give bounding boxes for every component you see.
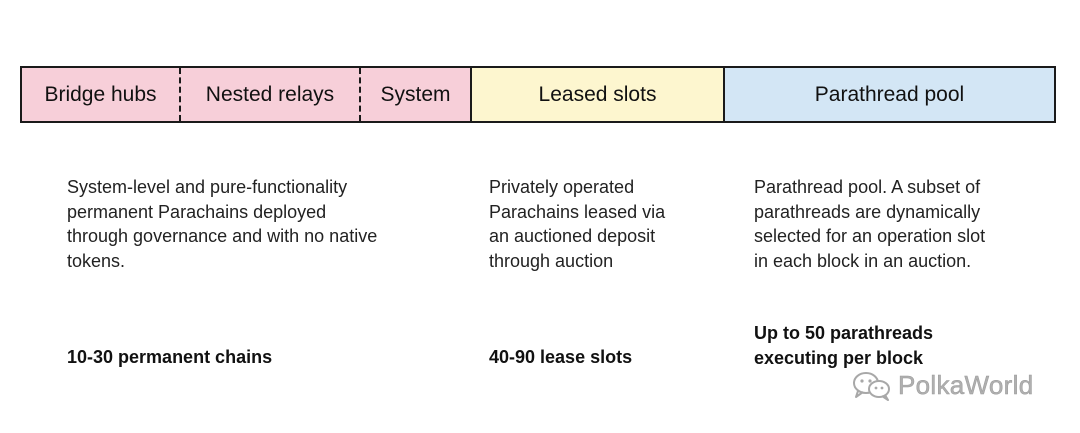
segment-nested-relays: Nested relays [181,68,361,121]
segment-system: System [361,68,472,121]
segment-label: Nested relays [205,82,335,106]
description-line: parathreads are dynamically [754,201,981,222]
wechat-icon [852,371,892,401]
segment-leased-slots: Leased slots [472,68,725,121]
stat-line: 10-30 permanent chains [67,347,273,367]
description-leased-slots: Privately operated Parachains leased via… [489,175,665,273]
segment-label: Parathread pool [814,82,965,106]
description-line: Parachains leased via [489,201,666,222]
segment-bridge-hubs: Bridge hubs [22,68,181,121]
description-line: through auction [489,250,614,271]
description-line: in each block in an auction. [754,250,972,271]
stat-permanent-chains: 10-30 permanent chains [67,345,272,370]
watermark: PolkaWorld [852,370,1033,401]
segment-label: Bridge hubs [44,82,157,106]
description-line: through governance and with no native [67,226,378,246]
segment-label: Leased slots [538,82,657,106]
stat-lease-slots: 40-90 lease slots [489,345,632,370]
segment-label: System [380,82,451,106]
watermark-text: PolkaWorld [898,370,1034,401]
description-line: permanent Parachains deployed [67,201,327,222]
description-parathread-pool: Parathread pool. A subset of parathreads… [754,175,985,273]
description-line: selected for an operation slot [754,226,986,246]
description-line: tokens. [67,250,126,271]
description-permanent-parachains: System-level and pure-functionality perm… [67,175,377,273]
stat-parathreads: Up to 50 parathreads executing per block [754,321,933,370]
stat-line: 40-90 lease slots [489,347,633,367]
description-line: Parathread pool. A subset of [754,177,981,197]
description-line: an auctioned deposit [489,226,656,246]
description-line: Privately operated [489,177,635,197]
segment-bar: Bridge hubs Nested relays System Leased … [20,66,1056,123]
description-line: System-level and pure-functionality [67,177,348,197]
segment-parathread-pool: Parathread pool [725,68,1054,121]
stat-line: executing per block [754,347,924,368]
stat-line: Up to 50 parathreads [754,323,934,343]
